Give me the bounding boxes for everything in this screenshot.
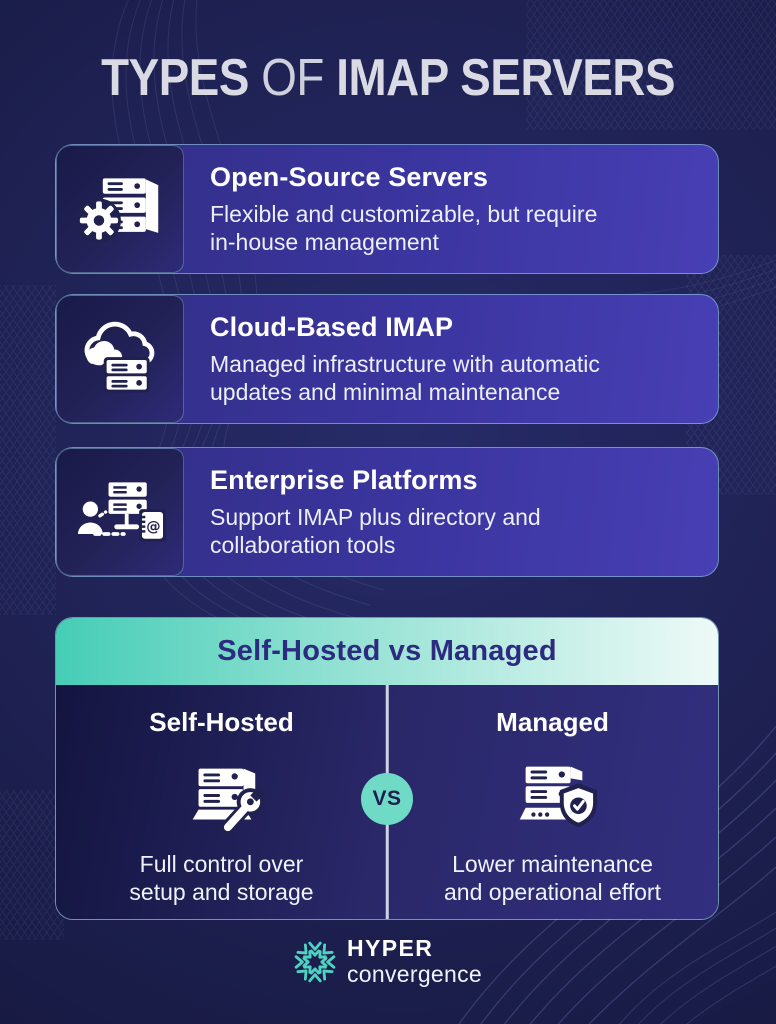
card-description-line2: updates and minimal maintenance — [210, 379, 561, 405]
cloud-based-text: Cloud-Based IMAP Managed infrastructure … — [184, 295, 718, 423]
managed-description-line1: Lower maintenance — [452, 851, 653, 877]
title-word-of: OF — [261, 49, 324, 107]
brand-logo: HYPER convergence — [0, 937, 776, 986]
open-source-icon-tile — [56, 145, 184, 273]
managed-description-line2: and operational effort — [444, 879, 661, 906]
page-title-text: TYPES OF IMAP SERVERS — [101, 49, 675, 107]
card-heading: Open-Source Servers — [210, 161, 489, 192]
self-hosted-heading: Self-Hosted — [149, 707, 294, 737]
comparison-body: Self-Hosted Full — [56, 685, 718, 919]
managed-column: Managed Lower maintenance — [387, 685, 718, 919]
hatch-pattern-left-upper — [0, 285, 56, 615]
card-enterprise-platforms: @ Enterprise Platforms Support IMAP plus… — [55, 447, 719, 577]
server-gear-icon — [77, 178, 159, 243]
vs-badge: VS — [361, 773, 413, 825]
self-hosted-column: Self-Hosted Full — [56, 685, 387, 919]
vs-label: VS — [372, 787, 402, 810]
title-word-imap-servers: IMAP SERVERS — [336, 49, 675, 107]
self-hosted-description-line2: setup and storage — [129, 879, 314, 906]
comparison-title: Self-Hosted vs Managed — [217, 635, 557, 667]
title-word-types: TYPES — [101, 49, 249, 107]
cloud-server-icon — [84, 321, 155, 393]
brand-text: HYPER convergence — [347, 937, 482, 986]
comparison-card: Self-Hosted vs Managed Self-Hosted — [55, 617, 719, 920]
server-shield-icon — [519, 766, 597, 828]
server-wrench-icon — [192, 768, 265, 837]
enterprise-icon-tile: @ — [56, 448, 184, 576]
page-title: TYPES OF IMAP SERVERS — [0, 49, 776, 107]
card-description-line1: Support IMAP plus directory and — [210, 503, 541, 530]
managed-heading: Managed — [496, 707, 609, 737]
open-source-text: Open-Source Servers Flexible and customi… — [184, 145, 718, 273]
card-open-source-servers: Open-Source Servers Flexible and customi… — [55, 144, 719, 274]
enterprise-text: Enterprise Platforms Support IMAP plus d… — [184, 448, 718, 576]
card-heading: Cloud-Based IMAP — [210, 311, 454, 342]
enterprise-directory-icon: @ — [77, 482, 166, 542]
card-description-line1: Flexible and customizable, but require — [210, 200, 598, 227]
card-description-line1: Managed infrastructure with automatic — [210, 350, 600, 377]
card-cloud-based-imap: Cloud-Based IMAP Managed infrastructure … — [55, 294, 719, 424]
self-hosted-description-line1: Full control over — [139, 851, 304, 877]
brand-name-bottom: convergence — [347, 961, 482, 987]
comparison-header: Self-Hosted vs Managed — [56, 618, 718, 685]
convergence-starburst-icon — [294, 941, 336, 982]
card-heading: Enterprise Platforms — [210, 464, 478, 495]
card-description-line2: collaboration tools — [210, 532, 396, 558]
brand-name-top: HYPER — [347, 935, 434, 961]
svg-text:@: @ — [146, 519, 160, 535]
cloud-icon-tile — [56, 295, 184, 423]
card-description-line2: in-house management — [210, 229, 439, 255]
